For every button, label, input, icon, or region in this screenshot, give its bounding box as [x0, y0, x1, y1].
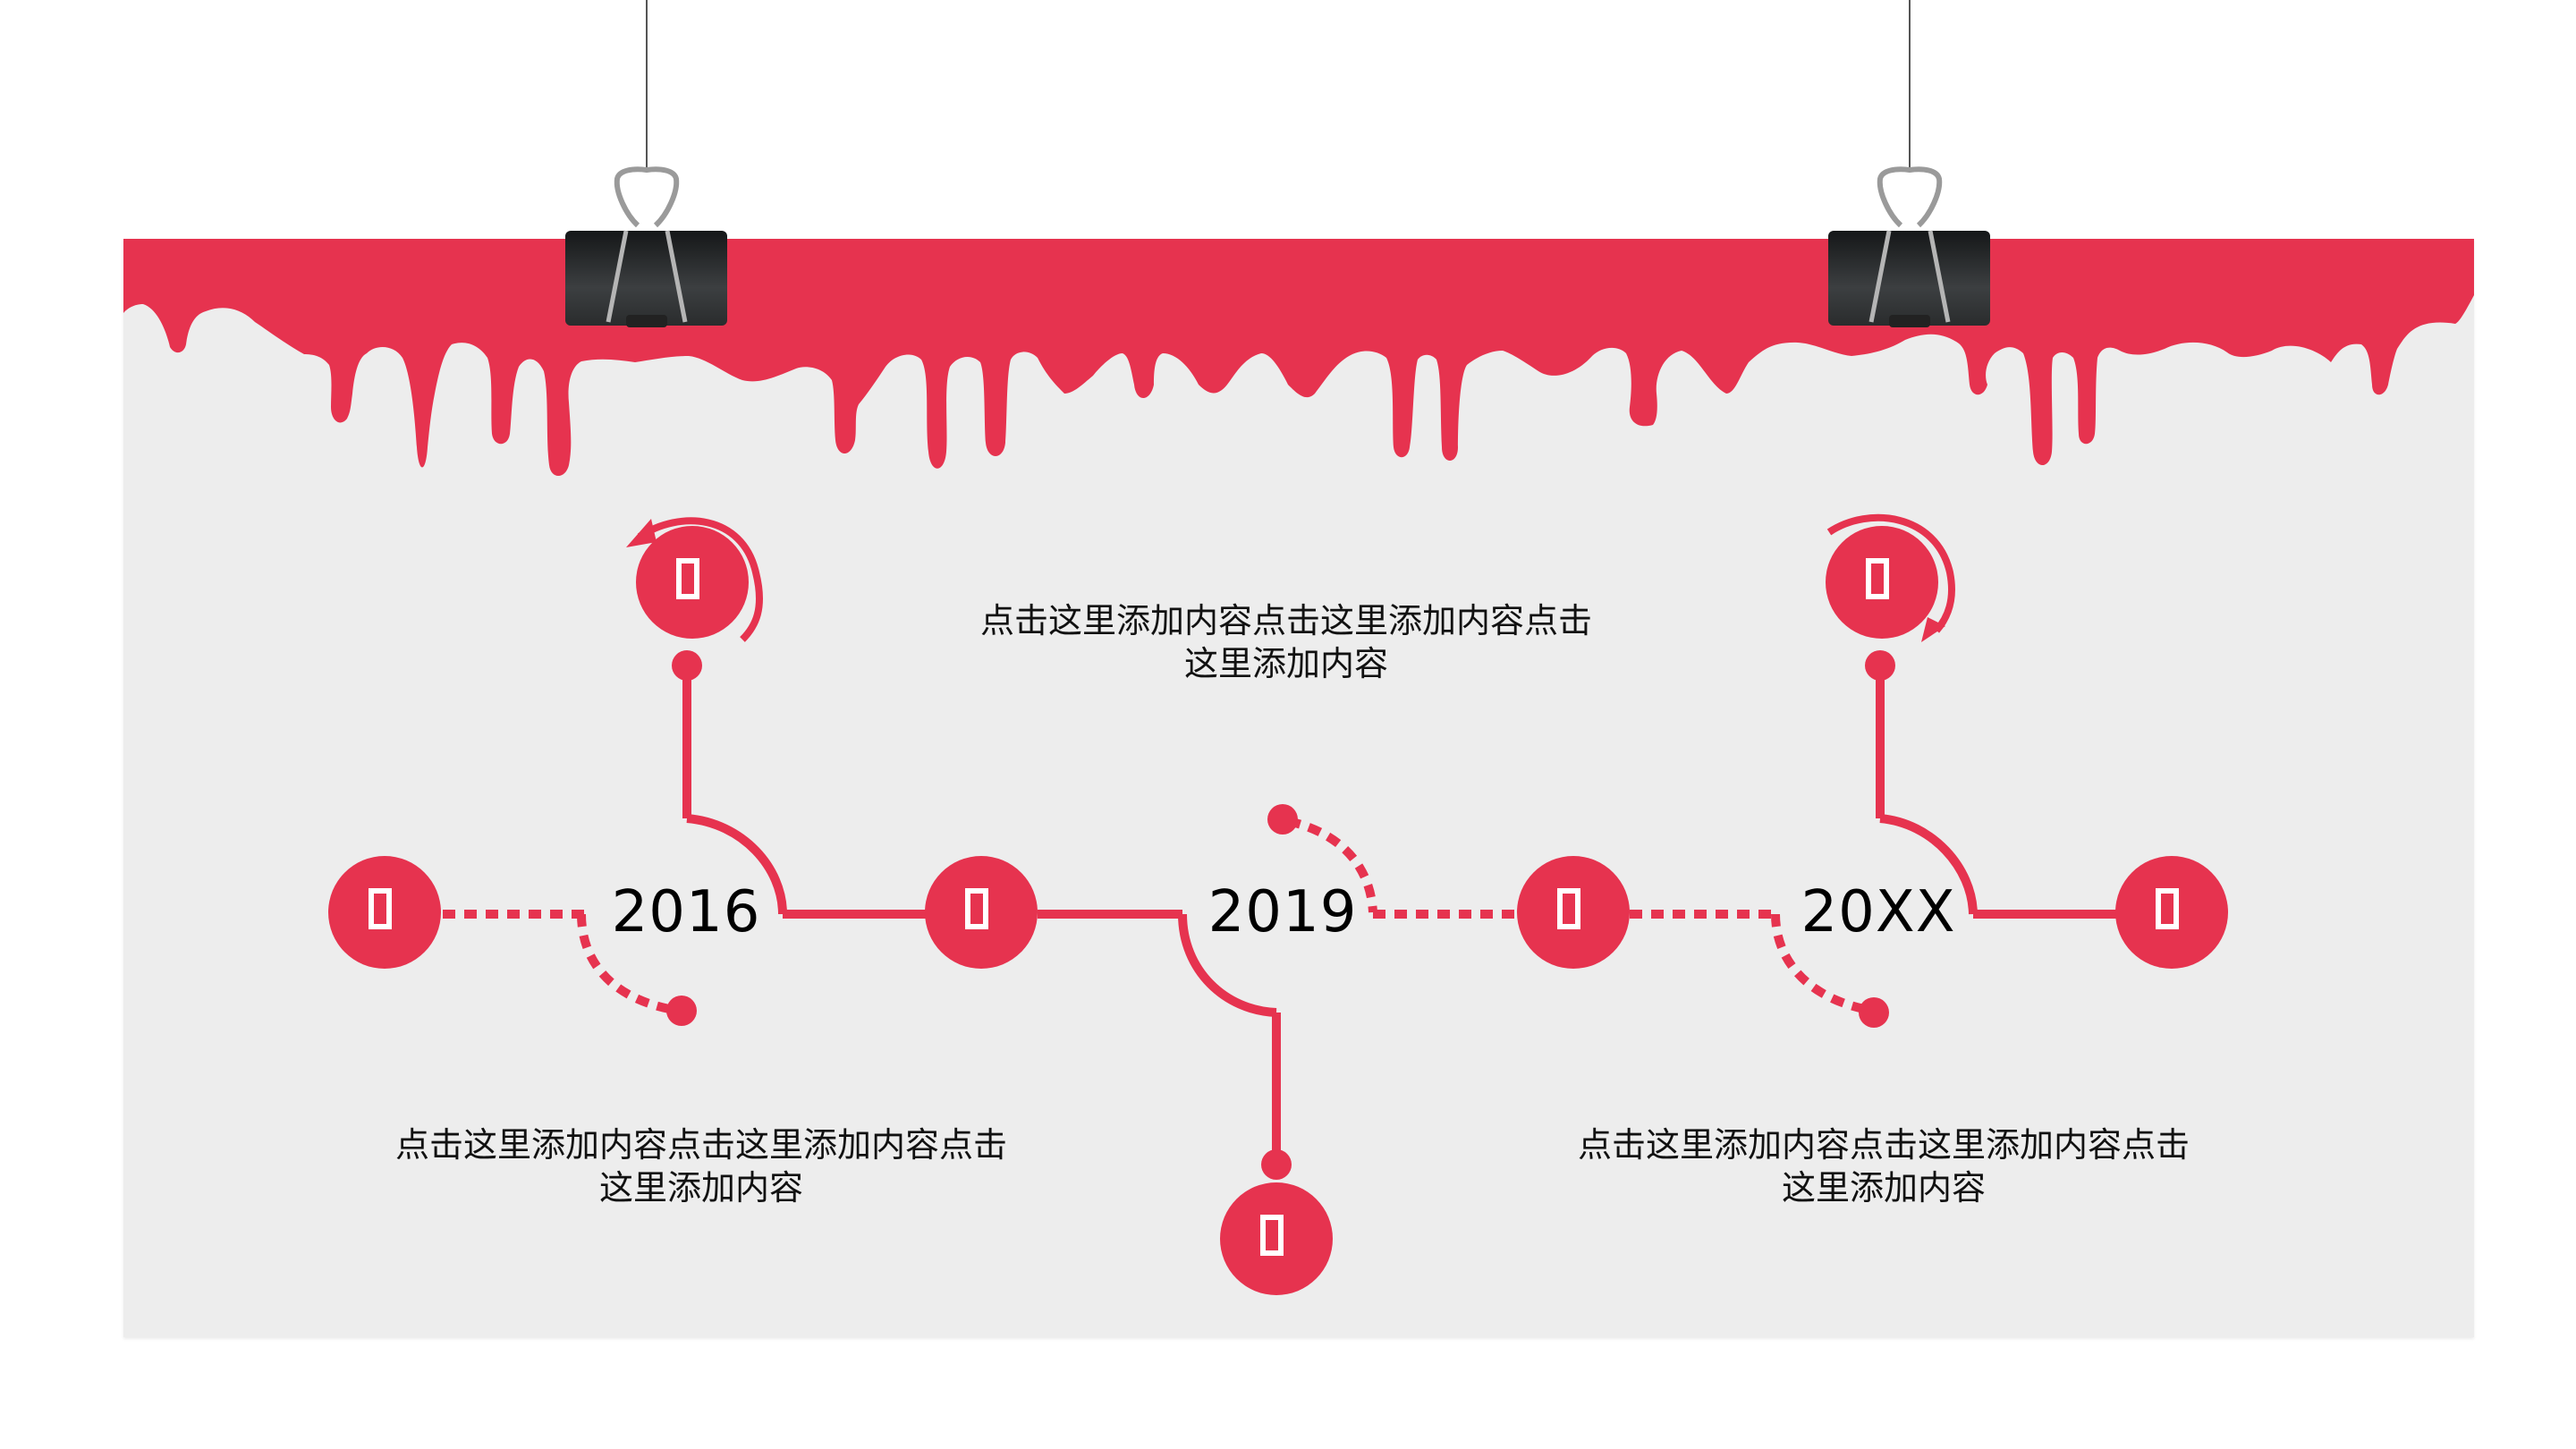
- description-line-1: 点击这里添加内容点击这里添加内容点击: [394, 1125, 1007, 1165]
- description-line-2: 这里添加内容: [1183, 644, 1388, 683]
- placeholder-glyph-icon: [1557, 888, 1580, 929]
- placeholder-glyph-icon: [1866, 558, 1889, 599]
- placeholder-glyph-icon: [965, 888, 988, 929]
- timeline-node-right[interactable]: [2115, 856, 2228, 969]
- placeholder-glyph-icon: [1260, 1215, 1284, 1256]
- year-label-2019: 2019: [1208, 879, 1358, 945]
- binder-clip-left: [565, 166, 727, 327]
- year-label-20xx: 20XX: [1801, 879, 1956, 945]
- binder-clip-right: [1828, 166, 1990, 327]
- description-top-center[interactable]: 点击这里添加内容点击这里添加内容点击 这里添加内容: [946, 599, 1626, 685]
- year-label-2016: 2016: [611, 879, 761, 945]
- description-line-2: 这里添加内容: [1781, 1168, 1986, 1208]
- description-line-2: 这里添加内容: [598, 1168, 803, 1208]
- placeholder-glyph-icon: [369, 888, 392, 929]
- description-bottom-left[interactable]: 点击这里添加内容点击这里添加内容点击 这里添加内容: [361, 1123, 1041, 1209]
- placeholder-glyph-icon: [676, 558, 699, 599]
- timeline-node-top-left[interactable]: [636, 526, 749, 639]
- timeline-node-center-right[interactable]: [1517, 856, 1630, 969]
- description-line-1: 点击这里添加内容点击这里添加内容点击: [979, 601, 1592, 640]
- timeline-node-top-right[interactable]: [1826, 526, 1938, 639]
- description-line-1: 点击这里添加内容点击这里添加内容点击: [1577, 1125, 2190, 1165]
- placeholder-glyph-icon: [2156, 888, 2179, 929]
- timeline-node-left[interactable]: [328, 856, 441, 969]
- timeline-node-bottom-center[interactable]: [1220, 1182, 1333, 1295]
- timeline-node-center-left[interactable]: [925, 856, 1038, 969]
- description-bottom-right[interactable]: 点击这里添加内容点击这里添加内容点击 这里添加内容: [1544, 1123, 2224, 1209]
